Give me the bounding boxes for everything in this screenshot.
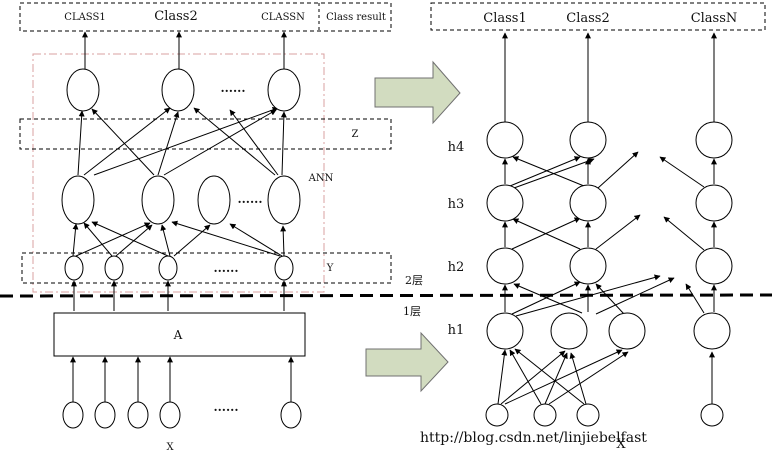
left-y-node bbox=[64, 255, 84, 281]
right-node bbox=[608, 312, 646, 350]
a-label: A bbox=[173, 328, 183, 342]
right-h3-h4-edges bbox=[509, 151, 705, 189]
transition-arrow-top bbox=[374, 60, 461, 125]
right-input-node bbox=[485, 403, 509, 427]
left-diagram: CLASS1 Class2 CLASSN Class result ANN Z … bbox=[19, 2, 392, 453]
a-box bbox=[53, 312, 306, 357]
left-output-node bbox=[267, 68, 301, 112]
left-x-node bbox=[280, 401, 302, 429]
right-node bbox=[486, 247, 524, 285]
layer1-label: 1层 bbox=[403, 305, 421, 318]
left-hidden-node bbox=[267, 175, 301, 225]
left-output-node bbox=[66, 68, 100, 112]
left-y-node bbox=[158, 255, 178, 281]
right-layer-h4-nodes bbox=[486, 121, 733, 159]
right-node bbox=[695, 121, 733, 159]
layer2-label: 2层 bbox=[405, 274, 423, 287]
right-input-node bbox=[576, 403, 600, 427]
left-x-to-a-edges bbox=[70, 356, 294, 402]
right-node bbox=[695, 247, 733, 285]
left-class-result-box bbox=[19, 2, 392, 32]
left-x-node bbox=[127, 401, 149, 429]
transition-arrow-bottom bbox=[365, 331, 449, 393]
left-class-label-n: CLASSN bbox=[261, 12, 305, 23]
right-h2-h3-edges bbox=[511, 214, 705, 251]
left-hidden-ellipsis: ...... bbox=[237, 192, 262, 206]
right-node bbox=[695, 184, 733, 222]
left-y-ellipsis: ...... bbox=[213, 261, 238, 275]
left-hidden-to-output-edges bbox=[77, 107, 287, 176]
right-layer-h3-nodes bbox=[486, 184, 733, 222]
ann-label: ANN bbox=[308, 173, 334, 184]
right-node bbox=[486, 312, 524, 350]
layer-divider bbox=[0, 293, 772, 298]
y-label: Y bbox=[326, 263, 334, 274]
y-band bbox=[21, 252, 392, 284]
left-x-ellipsis: ...... bbox=[213, 400, 238, 414]
right-vertical-edges bbox=[502, 32, 717, 312]
right-input-node bbox=[533, 403, 557, 427]
right-x-label: X bbox=[616, 437, 626, 452]
right-class-label-1: Class1 bbox=[483, 11, 526, 26]
left-x-node bbox=[62, 401, 84, 429]
left-class-label-2: Class2 bbox=[154, 9, 197, 24]
layer-label-h3: h3 bbox=[448, 197, 465, 212]
right-class-label-2: Class2 bbox=[566, 11, 609, 26]
right-x-h1-edges bbox=[497, 348, 715, 405]
right-node bbox=[569, 247, 607, 285]
right-class-box bbox=[430, 2, 766, 31]
right-node bbox=[693, 312, 731, 350]
right-node bbox=[569, 184, 607, 222]
left-y-node bbox=[104, 255, 124, 281]
layer-label-h1: h1 bbox=[448, 323, 465, 338]
right-input-node bbox=[700, 403, 724, 427]
z-band bbox=[19, 118, 392, 150]
right-diagram: Class1 Class2 ClassN h4 h3 h2 h1 bbox=[430, 2, 766, 452]
right-node bbox=[486, 184, 524, 222]
left-y-node bbox=[274, 255, 294, 281]
watermark: http://blog.csdn.net/linjiebelfast bbox=[420, 430, 647, 446]
left-output-ellipsis: ...... bbox=[220, 81, 245, 95]
left-x-node bbox=[94, 401, 116, 429]
right-layer-h2-nodes bbox=[486, 247, 733, 285]
right-node bbox=[569, 121, 607, 159]
right-layer-h1-nodes bbox=[486, 312, 731, 350]
left-hidden-node bbox=[197, 175, 231, 225]
right-h1-h2-edges bbox=[511, 274, 705, 317]
left-class-result-label: Class result bbox=[326, 12, 386, 23]
left-x-node bbox=[159, 401, 181, 429]
layer-label-h2: h2 bbox=[448, 260, 465, 275]
z-label: Z bbox=[352, 129, 359, 140]
right-class-label-n: ClassN bbox=[691, 11, 738, 26]
left-y-to-hidden-edges bbox=[72, 220, 287, 257]
right-node bbox=[486, 121, 524, 159]
left-class-label-1: CLASS1 bbox=[64, 12, 105, 23]
left-hidden-node bbox=[61, 175, 95, 225]
right-input-nodes bbox=[485, 403, 724, 427]
left-hidden-node bbox=[141, 175, 175, 225]
left-x-label: X bbox=[166, 442, 174, 453]
left-output-node bbox=[161, 68, 195, 112]
right-node bbox=[550, 312, 588, 350]
layer-label-h4: h4 bbox=[448, 140, 465, 155]
